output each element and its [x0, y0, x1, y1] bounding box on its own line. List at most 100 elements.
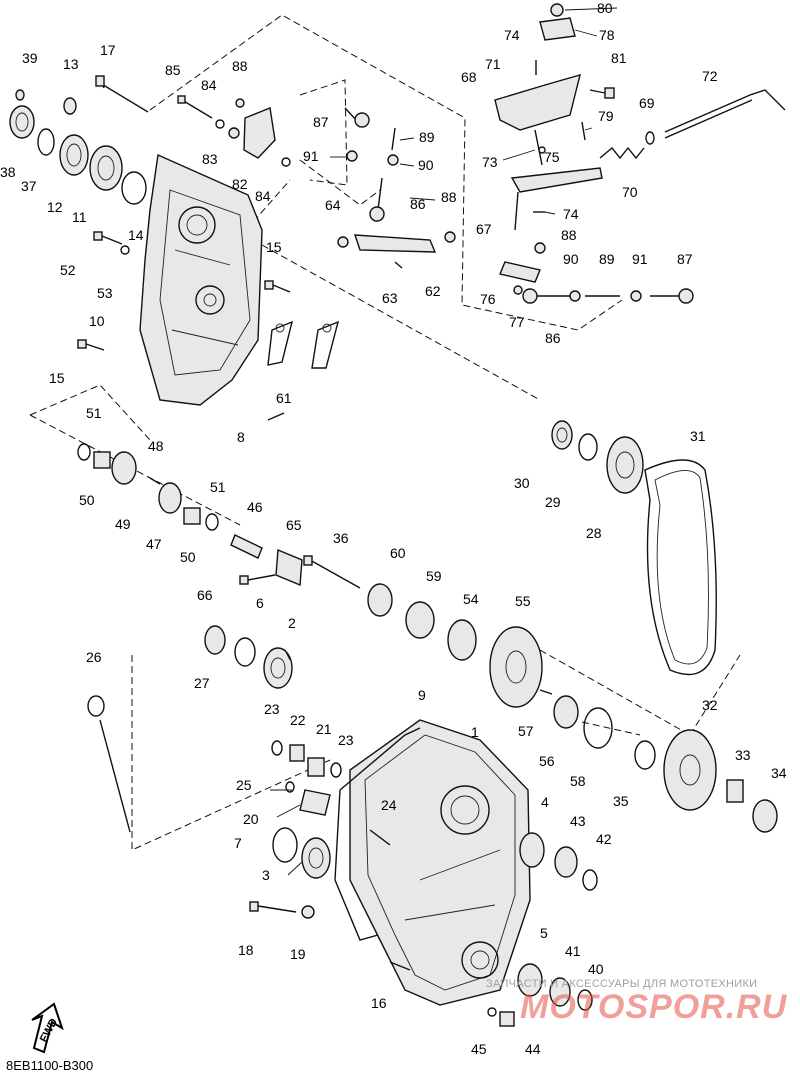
lever-67 [510, 167, 603, 231]
o-ring-37 [37, 128, 55, 156]
callout-6: 6 [256, 595, 264, 611]
callout-61: 61 [276, 390, 292, 406]
callout-33: 33 [735, 747, 751, 763]
bolt-15b [77, 339, 105, 351]
nut-88a [235, 98, 245, 108]
callout-48: 48 [148, 438, 164, 454]
bearing-50b [183, 507, 201, 525]
o-ring-42 [582, 869, 598, 891]
bearing-34 [752, 799, 778, 833]
leader-lines [270, 7, 618, 876]
gear-32 [663, 729, 717, 811]
callout-2: 2 [288, 615, 296, 631]
callout-41: 41 [565, 943, 581, 959]
bolt-77 [513, 285, 523, 295]
callout-18: 18 [238, 942, 254, 958]
callout-47: 47 [146, 536, 162, 552]
seal-5 [517, 963, 543, 997]
callout-68: 68 [461, 69, 477, 85]
gear-49 [111, 451, 137, 485]
callout-11: 11 [72, 209, 87, 225]
bolt-79 [581, 121, 586, 141]
callout-72: 72 [702, 68, 718, 84]
callout-34: 34 [771, 765, 787, 781]
callout-36: 36 [333, 530, 349, 546]
washer-35 [634, 740, 656, 770]
bolt-17 [95, 75, 149, 113]
callout-17: 17 [100, 42, 116, 58]
washer-69 [645, 131, 655, 145]
lever-20 [299, 789, 331, 816]
bolt-66 [239, 574, 276, 585]
washer-29 [578, 433, 598, 461]
callout-56: 56 [539, 753, 555, 769]
bearing-27 [204, 625, 226, 655]
callout-87b: 87 [677, 251, 693, 267]
sprocket-28 [606, 436, 644, 494]
bolt-81 [589, 87, 615, 99]
callout-50a: 50 [79, 492, 95, 508]
seal-4 [519, 832, 545, 868]
nut-91a [346, 150, 358, 162]
bolt-16 [389, 961, 411, 971]
shaft-46 [230, 534, 263, 559]
nut-83 [228, 127, 240, 139]
washer-23a [271, 740, 283, 756]
watermark-site: MOTOSPOR.RU [520, 988, 788, 1026]
callout-91a: 91 [303, 148, 319, 164]
bearing-33 [726, 779, 744, 803]
callout-58: 58 [570, 773, 586, 789]
callout-43: 43 [570, 813, 586, 829]
bearing-2 [263, 647, 293, 689]
callout-10: 10 [89, 313, 105, 329]
callout-27: 27 [194, 675, 210, 691]
gear-47 [158, 482, 182, 514]
callout-49: 49 [115, 516, 131, 532]
washer-45 [487, 1007, 497, 1017]
callout-55: 55 [515, 593, 531, 609]
callout-22: 22 [290, 712, 306, 728]
circlip-14 [121, 171, 147, 205]
rod-end-86a [369, 177, 385, 222]
callout-45: 45 [471, 1041, 487, 1057]
bolt-15a [264, 280, 291, 293]
callout-90b: 90 [563, 251, 579, 267]
pin-25 [285, 781, 295, 793]
callout-87a: 87 [313, 114, 329, 130]
callout-28: 28 [586, 525, 602, 541]
rod-end-86b [522, 288, 570, 304]
o-ring-40 [577, 989, 593, 1011]
pin-24 [369, 829, 391, 846]
callout-73: 73 [482, 154, 498, 170]
washer-51b [205, 513, 219, 531]
shift-arm-62 [354, 234, 437, 253]
collar-41 [549, 977, 571, 1007]
callout-46: 46 [247, 499, 263, 515]
nut-90a [387, 154, 399, 166]
callout-52: 52 [60, 262, 76, 278]
callout-88a: 88 [232, 58, 248, 74]
bracket-78 [539, 17, 576, 41]
callout-15b: 15 [49, 370, 65, 386]
callout-80: 80 [597, 0, 613, 16]
upper-case-cover [139, 153, 263, 406]
bearing-3 [301, 837, 331, 879]
callout-20: 20 [243, 811, 259, 827]
callout-78: 78 [599, 27, 615, 43]
bracket-68 [494, 73, 581, 131]
nut-13 [63, 97, 77, 115]
nut-39 [15, 89, 25, 101]
seal-38 [9, 105, 35, 139]
callout-89a: 89 [419, 129, 435, 145]
callout-4: 4 [541, 794, 549, 810]
callout-84b: 84 [255, 188, 271, 204]
spring-70 [599, 146, 645, 160]
callout-59: 59 [426, 568, 442, 584]
callout-8: 8 [237, 429, 245, 445]
callout-37: 37 [21, 178, 37, 194]
callout-75: 75 [544, 149, 560, 165]
gasket-9 [334, 727, 421, 941]
watermark-tagline: ЗАПЧАСТИ И АКСЕССУАРЫ ДЛЯ МОТОТЕХНИКИ [486, 978, 758, 990]
callout-13: 13 [63, 56, 79, 72]
pin-63 [394, 261, 403, 269]
